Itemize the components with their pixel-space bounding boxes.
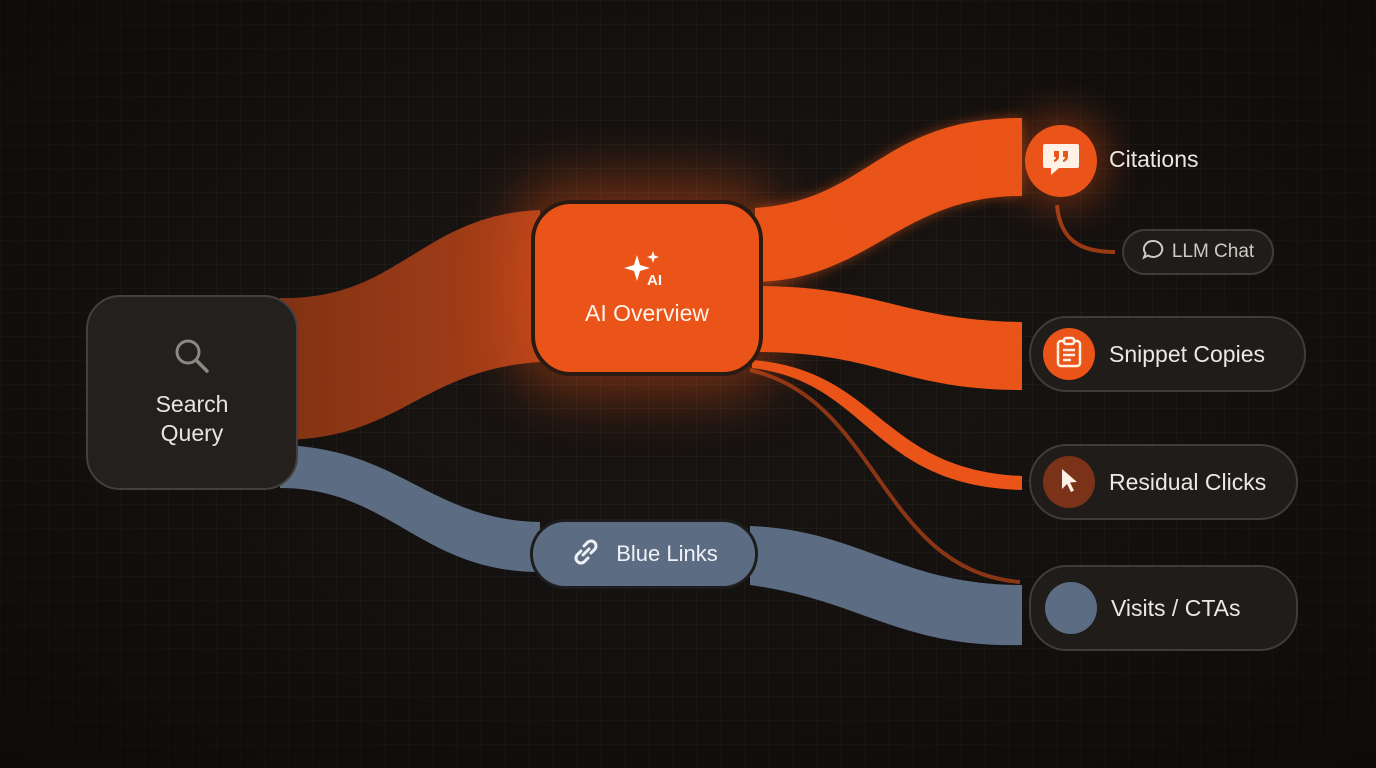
blue-links-label: Blue Links bbox=[616, 541, 718, 566]
flow-ai-to-residual-clicks bbox=[752, 360, 1022, 490]
search-icon bbox=[173, 337, 211, 380]
circle-icon bbox=[1045, 582, 1097, 634]
snippet-copies-label: Snippet Copies bbox=[1109, 340, 1265, 367]
flow-search-to-blue-links bbox=[280, 445, 540, 572]
residual-clicks-node: Residual Clicks bbox=[1029, 444, 1298, 520]
ai-overview-node: AI AI Overview bbox=[531, 200, 763, 376]
ai-overview-label: AI Overview bbox=[585, 300, 709, 326]
flow-citations-to-llm-chat bbox=[1055, 204, 1116, 254]
flow-ai-to-citations bbox=[755, 118, 1022, 282]
citations-label: Citations bbox=[1109, 146, 1199, 172]
snippet-copies-icon-circle bbox=[1043, 328, 1095, 380]
flow-ai-to-snippet-copies bbox=[755, 286, 1022, 390]
llm-chat-chip: LLM Chat bbox=[1122, 229, 1274, 275]
citations-icon-circle bbox=[1025, 125, 1097, 197]
flow-ai-to-visits bbox=[749, 368, 1021, 584]
flow-search-to-ai bbox=[280, 210, 540, 440]
quote-bubble-icon bbox=[1041, 140, 1081, 183]
residual-clicks-label: Residual Clicks bbox=[1109, 468, 1267, 495]
ai-sparkle-icon: AI bbox=[623, 249, 671, 294]
chat-bubble-icon bbox=[1141, 239, 1164, 266]
search-query-label: Search Query bbox=[155, 391, 229, 446]
snippet-copies-node: Snippet Copies bbox=[1029, 316, 1306, 392]
visits-ctas-label: Visits / CTAs bbox=[1111, 594, 1241, 621]
blue-links-node: Blue Links bbox=[530, 519, 758, 589]
clipboard-icon bbox=[1055, 336, 1083, 373]
ai-badge-text: AI bbox=[647, 272, 662, 289]
cursor-icon bbox=[1057, 466, 1081, 499]
visits-ctas-node: Visits / CTAs bbox=[1029, 565, 1298, 651]
flow-blue-links-to-visits bbox=[750, 526, 1022, 646]
llm-chat-label: LLM Chat bbox=[1171, 241, 1255, 262]
link-icon bbox=[570, 536, 602, 573]
search-query-node: Search Query bbox=[86, 295, 298, 490]
residual-clicks-icon-circle bbox=[1043, 456, 1095, 508]
